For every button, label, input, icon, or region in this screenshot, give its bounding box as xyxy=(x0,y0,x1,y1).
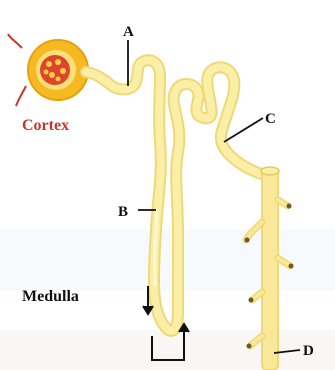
region-label-cortex: Cortex xyxy=(22,117,69,134)
down-arrow-head xyxy=(143,306,153,314)
label-a: A xyxy=(123,24,134,40)
label-c: C xyxy=(265,111,276,127)
label-d: D xyxy=(303,343,314,359)
renal-corpuscle xyxy=(8,34,88,106)
region-label-medulla: Medulla xyxy=(22,288,79,305)
label-b: B xyxy=(118,204,128,220)
renal-tubule xyxy=(86,60,262,331)
